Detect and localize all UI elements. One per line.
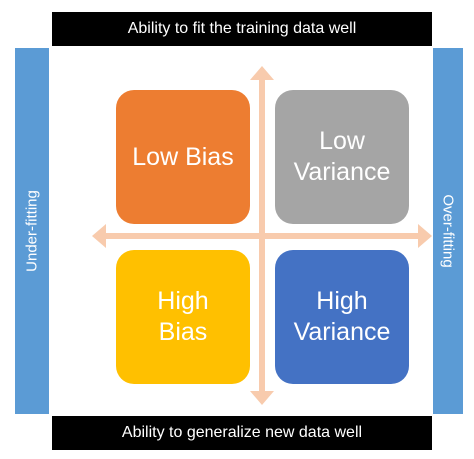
low-bias-label: Low Bias	[132, 142, 234, 171]
top-label-bar: Ability to fit the training data well	[52, 12, 432, 46]
horizontal-arrow-left-head	[92, 224, 106, 248]
high-bias-label-line1: High	[157, 287, 209, 315]
low-variance-label-line2: Variance	[293, 158, 391, 186]
right-label-bar: Over-fitting	[433, 48, 463, 414]
high-variance-label-line2: Variance	[293, 318, 391, 346]
left-label-bar: Under-fitting	[15, 48, 49, 414]
low-bias-box: Low Bias	[116, 90, 250, 224]
bottom-label: Ability to generalize new data well	[121, 424, 363, 441]
high-bias-label-line2: Bias	[158, 318, 208, 346]
low-variance-label-line1: Low	[319, 127, 365, 155]
horizontal-arrow-shaft	[105, 233, 419, 239]
horizontal-arrow-right-head	[418, 224, 432, 248]
high-variance-label-line1: High	[316, 287, 368, 315]
low-variance-box: Low Variance	[275, 90, 409, 224]
vertical-arrow-up-head	[250, 66, 274, 80]
top-label: Ability to fit the training data well	[127, 20, 357, 37]
bottom-label-bar: Ability to generalize new data well	[52, 416, 432, 450]
vertical-arrow-down-head	[250, 391, 274, 405]
high-variance-box: High Variance	[275, 250, 409, 384]
high-bias-box: High Bias	[116, 250, 250, 384]
